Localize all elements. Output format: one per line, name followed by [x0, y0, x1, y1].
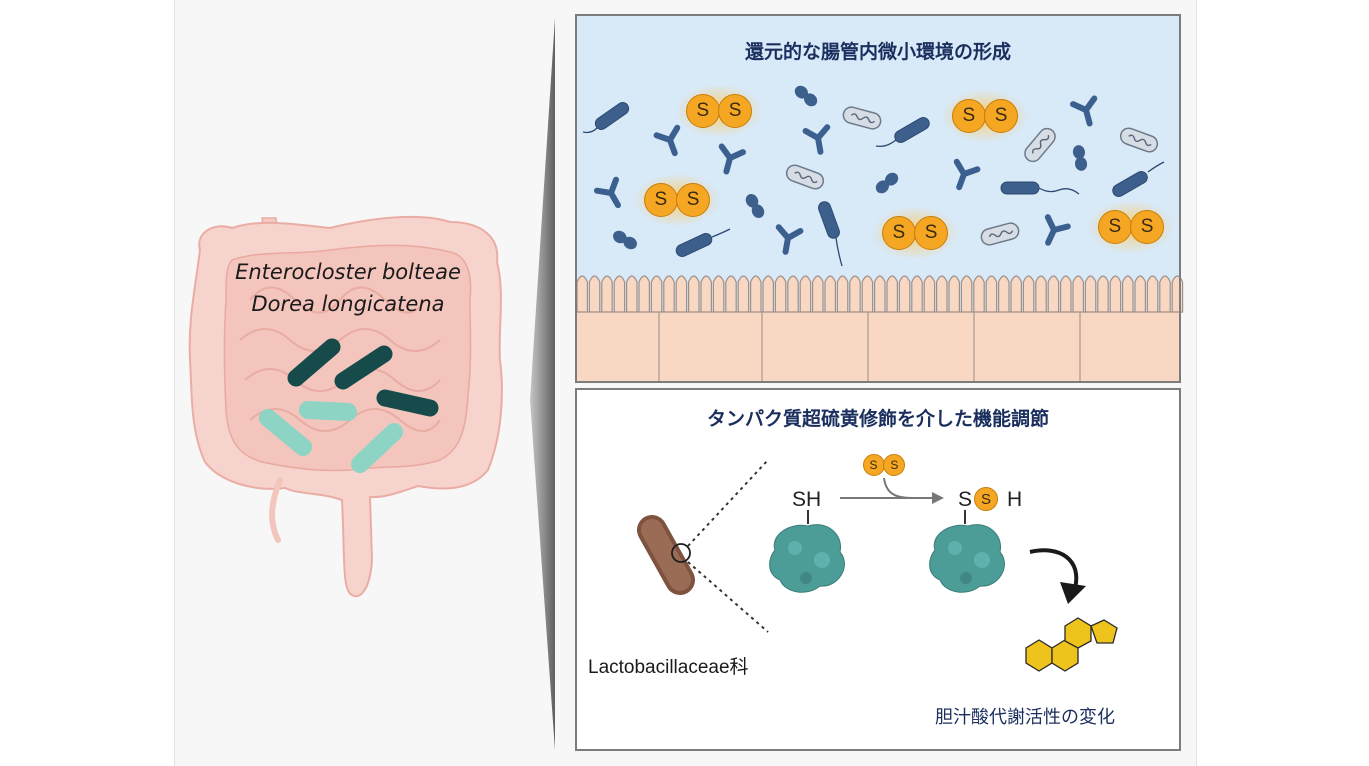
persulfide-sulfur-atom: S — [974, 487, 998, 511]
species-label-2: Dorea longicatena — [251, 292, 445, 316]
bacterium-dark — [287, 338, 341, 387]
lumen-microbes — [582, 83, 1165, 267]
sulfur-atom: S — [914, 215, 949, 250]
top-panel-title: 還元的な腸管内微小環境の形成 — [744, 41, 1011, 63]
zoom-circle — [671, 543, 691, 563]
sulfur-atom: S — [718, 93, 753, 128]
epithelium-layer — [576, 275, 1184, 382]
bottom-panel-title: タンパク質超硫黄修飾を介した機能調節 — [706, 408, 1049, 430]
protein-left — [769, 510, 845, 593]
sulfur-atom: S — [643, 182, 678, 217]
lactobacillus-rod — [637, 459, 769, 633]
ssh-h-label: H — [1007, 488, 1023, 511]
species-label-1: Enterocloster bolteae — [235, 260, 461, 284]
sulfur-atom: S — [676, 182, 711, 217]
sulfur-atom: S — [1097, 209, 1132, 244]
bacteria-dark-group — [287, 338, 439, 417]
reaction-arrow — [840, 477, 944, 504]
bacteria-light-group — [259, 401, 403, 473]
sulfur-atom: S — [883, 453, 906, 476]
bile-acid-activity-label: 胆汁酸代謝活性の変化 — [935, 707, 1115, 728]
sulfur-atom: S — [881, 215, 916, 250]
outcome-arrow — [1029, 548, 1086, 604]
sulfur-atom: S — [862, 453, 885, 476]
sulfur-atom: S — [685, 93, 720, 128]
sulfur-atom: S — [951, 98, 986, 133]
bacterium-light — [351, 423, 403, 473]
sulfur-atom: S — [984, 98, 1019, 133]
bacterium-light — [259, 409, 312, 456]
top-panel-border — [575, 14, 1181, 383]
rod-bacterium — [1000, 181, 1040, 195]
ssh-s-label: S — [958, 488, 973, 511]
bacterium-dark — [334, 345, 393, 390]
lactobacillaceae-label: Lactobacillaceae科 — [588, 657, 749, 678]
bile-acid-structure — [1025, 617, 1118, 672]
bacterium-light — [299, 401, 357, 421]
bacterium-dark — [376, 389, 439, 417]
zoom-wedge — [530, 18, 555, 750]
sulfur-atom: S — [1130, 209, 1165, 244]
sh-label: SH — [792, 488, 822, 511]
protein-right — [929, 510, 1005, 593]
